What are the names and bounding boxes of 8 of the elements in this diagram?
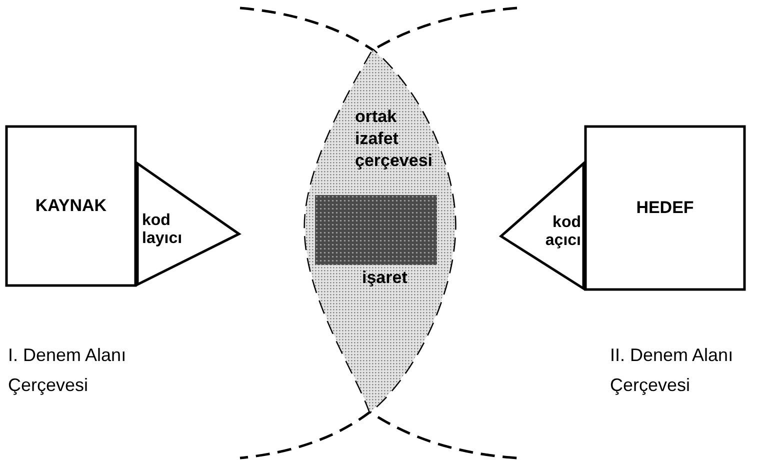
node-label: kod layıcı — [142, 212, 184, 248]
node-label: kod açıcı — [544, 214, 581, 250]
field-label: II. Denem Alanı Çerçevesi — [610, 344, 734, 397]
signal-label: işaret — [362, 268, 408, 288]
node-label: ortak izafet çerçevesi — [355, 106, 434, 172]
node-label: HEDEF — [635, 198, 695, 218]
field-label: I. Denem Alanı Çerçevesi — [8, 344, 128, 397]
node-label: KAYNAK — [34, 196, 108, 216]
